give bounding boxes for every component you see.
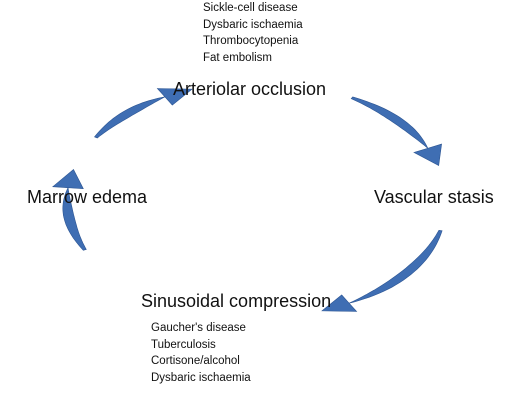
bottom-causes-list: Gaucher's disease Tuberculosis Cortisone… [151,320,251,386]
arrow-occlusion-to-stasis [350,96,442,166]
top-causes-list: Sickle-cell disease Dysbaric ischaemia T… [203,0,303,66]
bottom-cause-item: Cortisone/alcohol [151,355,240,367]
bottom-cause-item: Dysbaric ischaemia [151,371,251,384]
bottom-cause-item: Gaucher's disease [151,322,246,334]
node-sinusoidal-compression: Sinusoidal compression [141,291,332,311]
node-marrow-edema: Marrow edema [27,187,148,207]
top-cause-item: Fat embolism [203,51,273,64]
node-arteriolar-occlusion: Arteriolar occlusion [173,79,327,99]
bottom-cause-item: Tuberculosis [151,338,216,351]
arrow-compression-to-edema [52,169,87,251]
arrow-edema-to-occlusion [94,88,193,139]
top-cause-item: Dysbaric ischaemia [203,18,303,31]
top-cause-item: Thrombocytopenia [203,35,299,47]
top-cause-item: Sickle-cell disease [203,2,298,14]
node-vascular-stasis: Vascular stasis [374,187,494,207]
arrow-stasis-to-compression [321,229,443,312]
